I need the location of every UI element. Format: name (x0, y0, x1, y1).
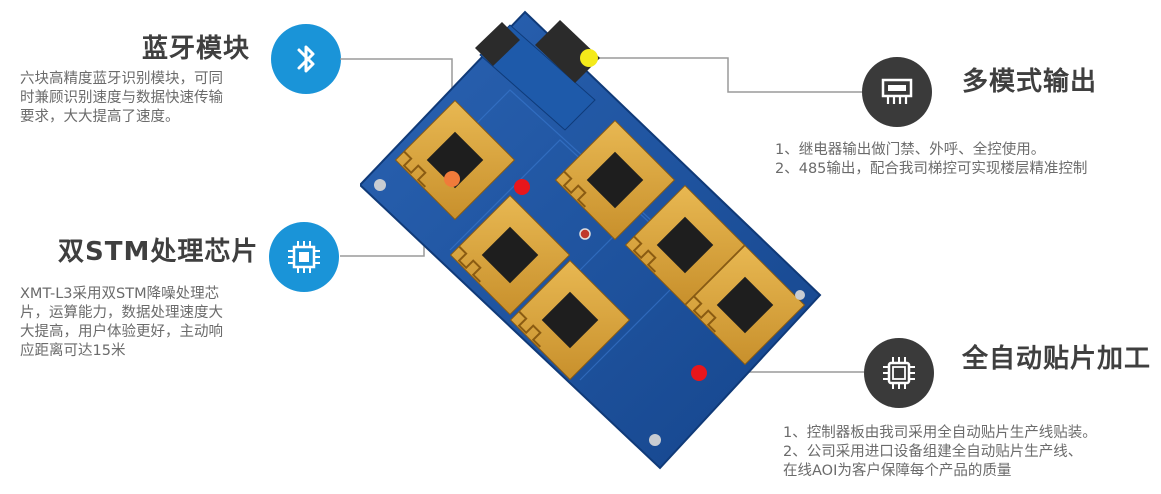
output-line-1: 1、继电器输出做门禁、外呼、全控使用。 (775, 142, 1046, 158)
bluetooth-description: 六块高精度蓝牙识别模块，可同时兼顾识别速度与数据快速传输要求，大大提高了速度。 (20, 70, 225, 127)
marker-output (580, 49, 598, 67)
marker-bluetooth (444, 171, 460, 187)
bluetooth-title: 蓝牙模块 (142, 34, 251, 64)
pcb-board-image (358, 0, 830, 490)
output-title: 多模式输出 (962, 67, 1098, 97)
smt-line-3: 在线AOI为客户保障每个产品的质量 (783, 463, 1012, 479)
stm-title: 双STM处理芯片 (58, 237, 259, 267)
relay-icon-badge (862, 57, 932, 127)
processor-icon-badge (864, 338, 934, 408)
processor-icon (883, 357, 915, 389)
stm-description: XMT-L3采用双STM降噪处理芯片，运算能力，数据处理速度大大提高，用户体验更… (20, 285, 230, 361)
chip-icon (288, 241, 320, 273)
smt-line-1: 1、控制器板由我司采用全自动贴片生产线贴装。 (783, 425, 1097, 441)
chip-icon-badge (269, 222, 339, 292)
bluetooth-description-text: 六块高精度蓝牙识别模块，可同时兼顾识别速度与数据快速传输要求，大大提高了速度。 (20, 71, 223, 125)
bluetooth-icon (297, 45, 315, 73)
marker-stm (514, 179, 530, 195)
marker-smt (691, 365, 707, 381)
smt-line-2: 2、公司采用进口设备组建全自动贴片生产线、 (783, 444, 1083, 460)
stm-description-text: XMT-L3采用双STM降噪处理芯片，运算能力，数据处理速度大大提高，用户体验更… (20, 286, 223, 359)
output-line-2: 2、485输出，配合我司梯控可实现楼层精准控制 (775, 161, 1088, 177)
bluetooth-icon-badge (271, 24, 341, 94)
output-connector (590, 57, 862, 93)
smt-description: 1、控制器板由我司采用全自动贴片生产线贴装。 2、公司采用进口设备组建全自动贴片… (783, 424, 1158, 481)
bluetooth-modules (394, 99, 806, 381)
output-description: 1、继电器输出做门禁、外呼、全控使用。 2、485输出，配合我司梯控可实现楼层精… (775, 141, 1155, 179)
relay-module-icon (881, 78, 913, 104)
pcb-board-illustration (358, 10, 822, 470)
smt-title: 全自动贴片加工 (962, 344, 1152, 374)
